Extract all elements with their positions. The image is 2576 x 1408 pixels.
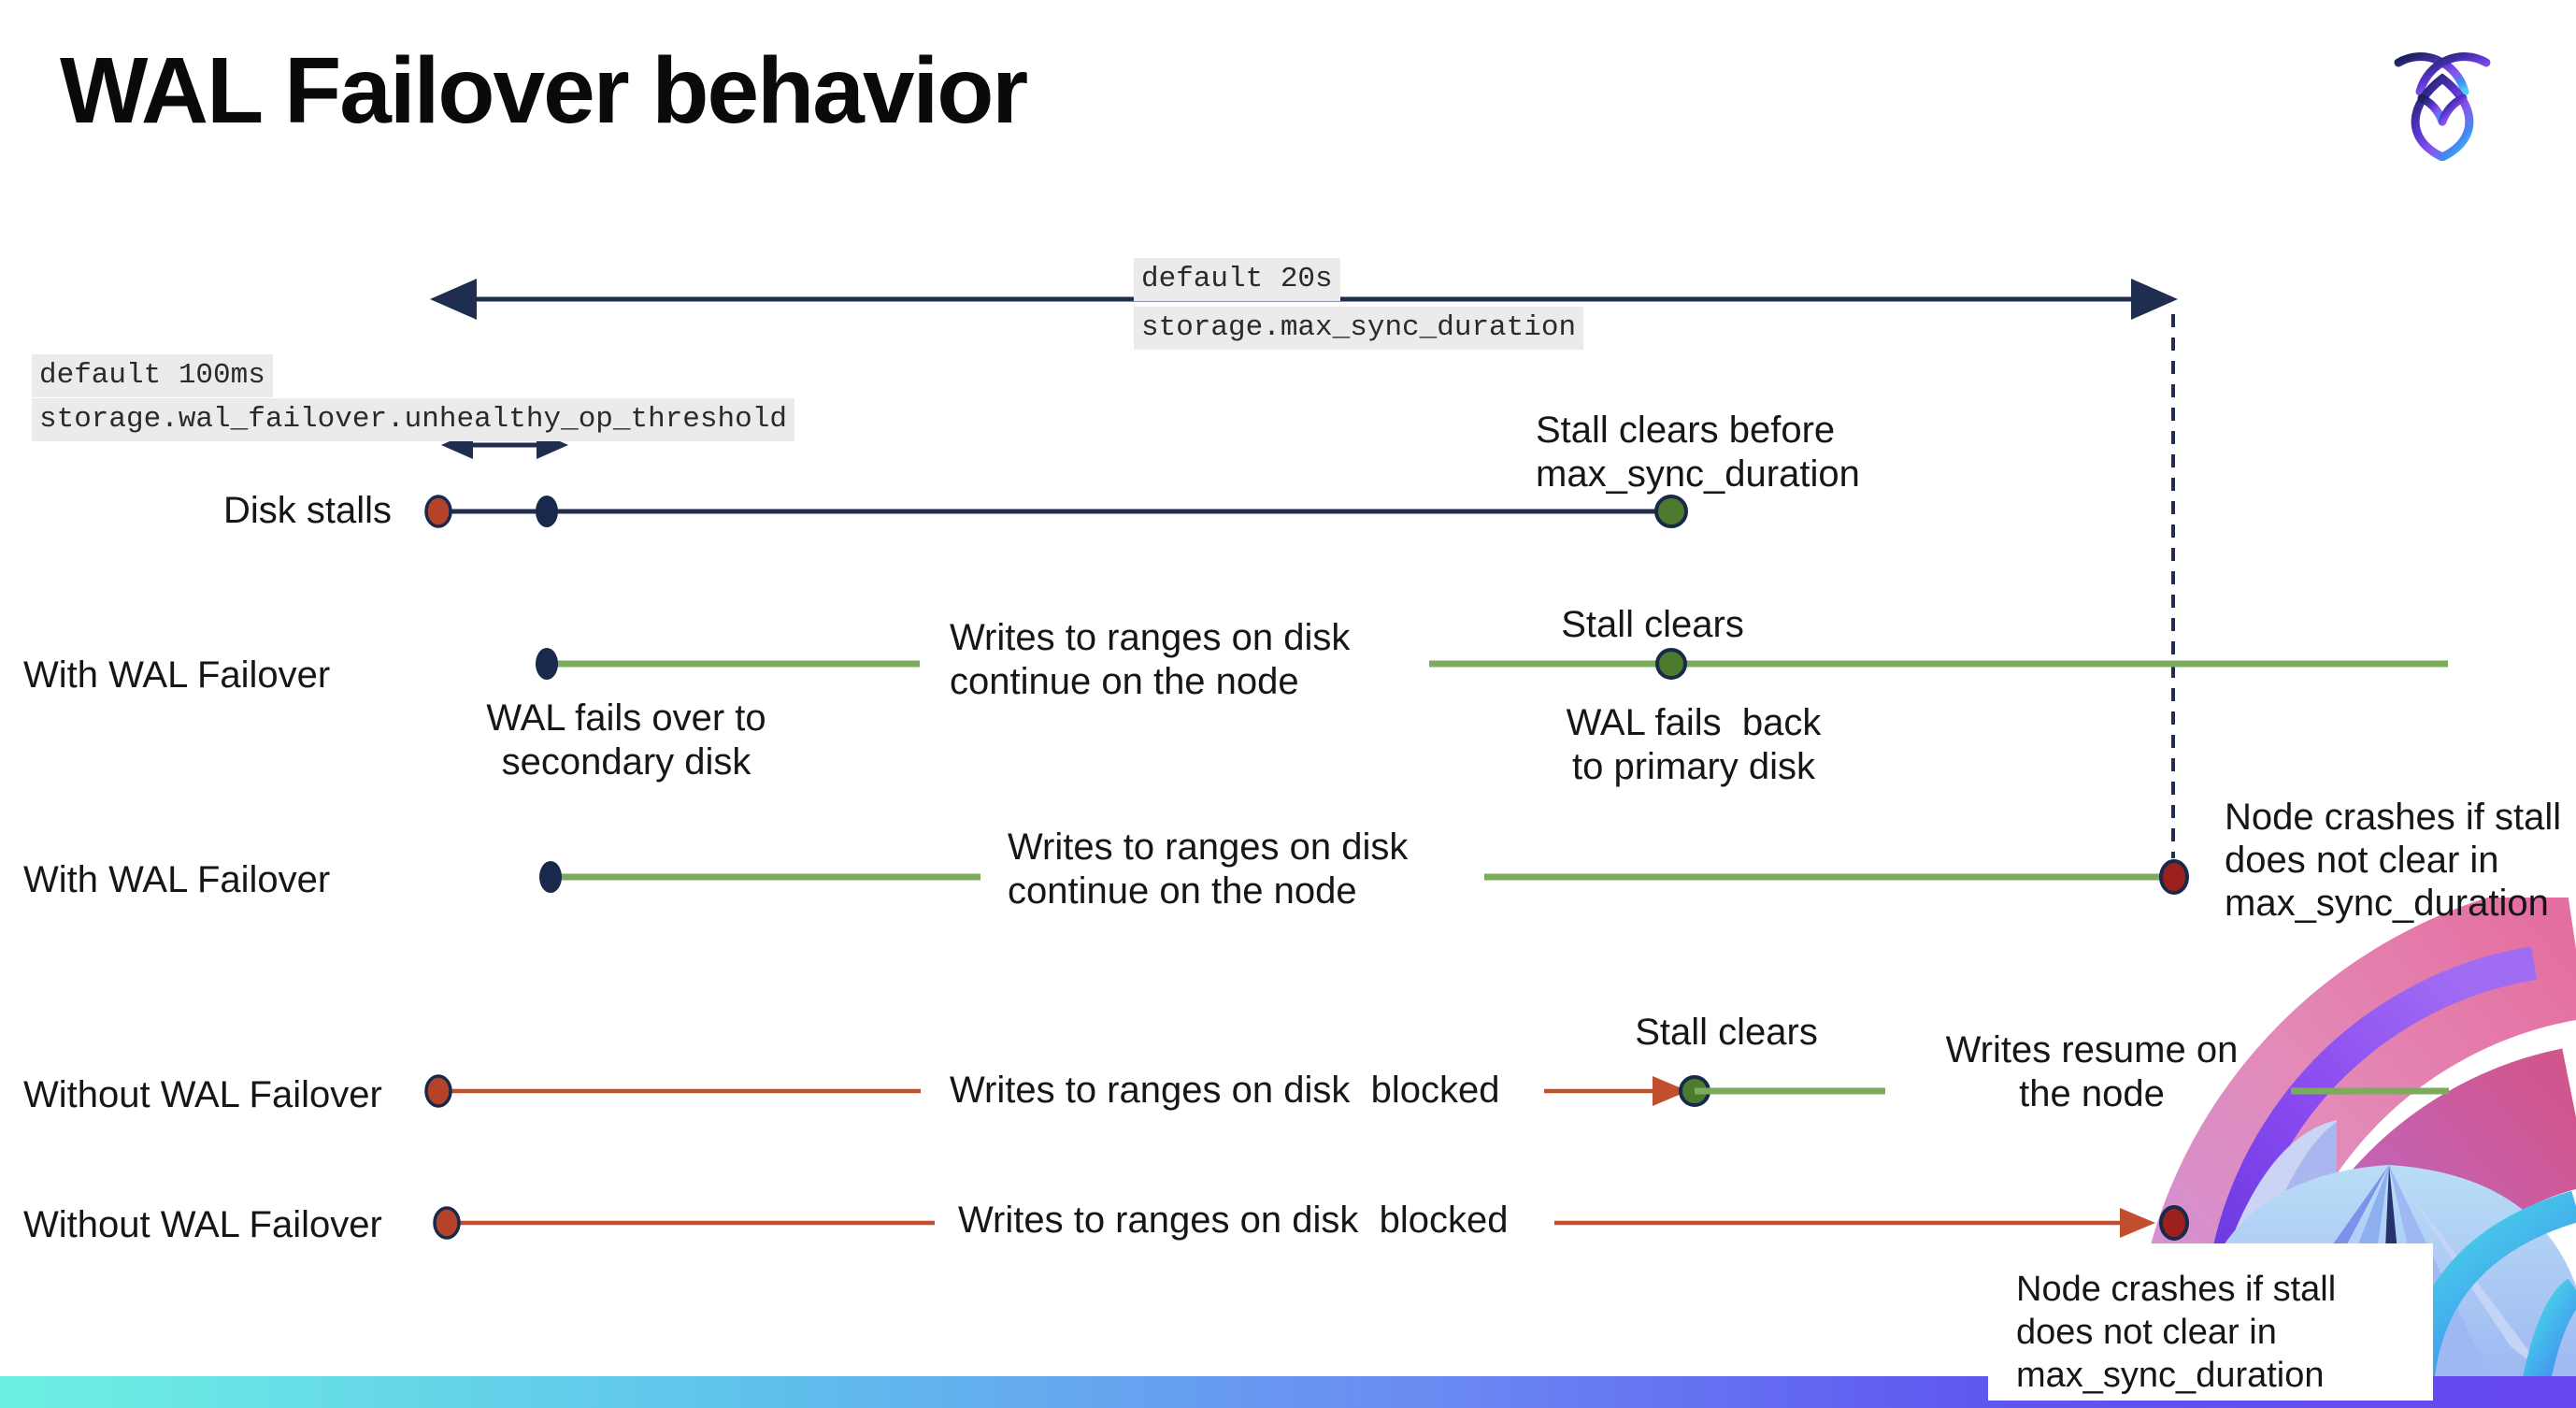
stall-start-dot [433, 1206, 461, 1240]
arrowhead-right-icon [1653, 1076, 1688, 1106]
threshold-dot [536, 496, 558, 527]
node-crash-callout-box: Node crashes if stall does not clear in … [1988, 1243, 2433, 1401]
stall-clears-before-note: Stall clears before max_sync_duration [1536, 409, 1860, 495]
arrowhead-right-icon [2131, 279, 2178, 320]
crash-line: max_sync_duration [2016, 1356, 2325, 1395]
stall-clears-dot [1654, 495, 1688, 528]
failover-dot [539, 861, 562, 893]
stall-clears-note: Stall clears [1635, 1012, 1818, 1053]
crash-line: does not clear in [2016, 1313, 2277, 1352]
stall-clears-dot [1655, 648, 1687, 680]
row-label-without-wal-failover: Without WAL Failover [23, 1074, 382, 1115]
row-label-without-wal-failover: Without WAL Failover [23, 1204, 382, 1245]
stall-start-dot [424, 1074, 452, 1108]
max-sync-default-label: default 20s [1134, 258, 1340, 301]
threshold-setting-label: storage.wal_failover.unhealthy_op_thresh… [32, 398, 794, 441]
max-sync-setting-label: storage.max_sync_duration [1134, 307, 1584, 350]
node-crash-note: Node crashes if stall does not clear in … [2225, 797, 2562, 924]
writes-continue-note: Writes to ranges on disk continue on the… [950, 617, 1351, 702]
stall-clears-note: Stall clears [1561, 604, 1744, 645]
writes-continue-note: Writes to ranges on disk continue on the… [1008, 826, 1409, 912]
page-title: WAL Failover behavior [60, 38, 1028, 143]
stall-start-dot [424, 495, 452, 528]
row-label-with-wal-failover: With WAL Failover [23, 859, 331, 900]
arrowhead-left-icon [430, 279, 477, 320]
crash-line: Node crashes if stall [2016, 1270, 2337, 1309]
writes-blocked-note: Writes to ranges on disk blocked [950, 1070, 1500, 1111]
stall-clears-dot [1679, 1075, 1710, 1107]
failover-note: WAL fails over to secondary disk [486, 697, 766, 783]
row-label-with-wal-failover: With WAL Failover [23, 654, 331, 696]
writes-blocked-note: Writes to ranges on disk blocked [958, 1200, 1509, 1241]
writes-resume-note: Writes resume on the node [1945, 1029, 2239, 1114]
failback-note: WAL fails back to primary disk [1566, 702, 1822, 787]
failover-dot [536, 648, 558, 680]
node-crash-dot [2159, 859, 2189, 895]
row-label-disk-stalls: Disk stalls [223, 490, 393, 531]
threshold-default-label: default 100ms [32, 354, 273, 397]
cockroachdb-logo-icon [2394, 52, 2491, 161]
